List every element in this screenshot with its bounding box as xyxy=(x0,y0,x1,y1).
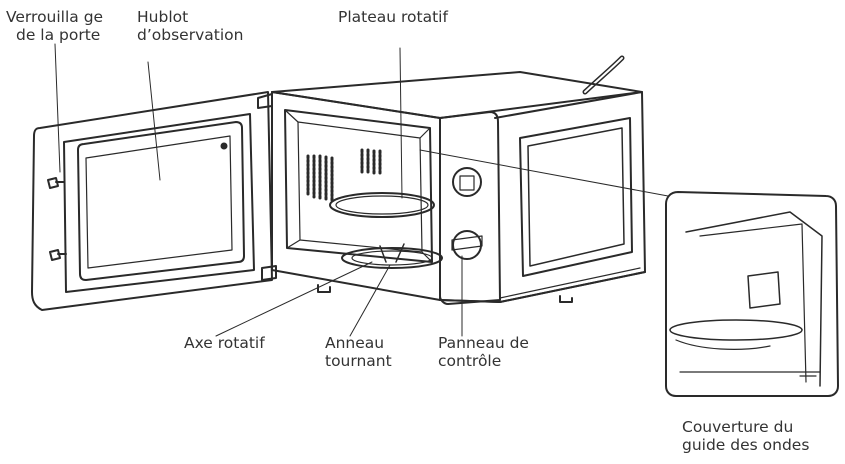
waveguide-cover-plate xyxy=(747,271,781,309)
label-door-latch-line2: de la porte xyxy=(16,26,101,44)
label-control-panel: Panneau de contrôle xyxy=(438,334,529,370)
door-hinge-bottom xyxy=(261,265,277,281)
door-outer xyxy=(31,91,273,311)
door-latch-top xyxy=(47,177,65,189)
label-shaft-line1: Axe rotatif xyxy=(184,334,265,352)
door-inner-frame xyxy=(63,113,255,293)
label-turntable: Plateau rotatif xyxy=(338,8,448,26)
label-control-panel-line2: contrôle xyxy=(438,352,502,370)
label-window-line1: Hublot xyxy=(137,8,189,26)
body-top xyxy=(271,71,643,119)
label-roller-ring-line2: tournant xyxy=(325,352,392,370)
side-vent-panel xyxy=(519,117,633,277)
label-control-panel-line1: Panneau de xyxy=(438,334,529,352)
label-turntable-line1: Plateau rotatif xyxy=(338,8,448,26)
label-waveguide-cover-line1: Couverture du xyxy=(682,418,794,436)
label-shaft: Axe rotatif xyxy=(184,334,265,352)
rotating-shaft xyxy=(379,243,405,263)
label-door-latch: Verrouilla ge de la porte xyxy=(6,8,103,44)
foot-left xyxy=(317,284,331,293)
observation-window xyxy=(77,121,245,281)
control-panel xyxy=(439,111,501,305)
label-waveguide-cover-line2: guide des ondes xyxy=(682,436,810,454)
label-window-line2: d’observation xyxy=(137,26,244,44)
label-waveguide-cover: Couverture du guide des ondes xyxy=(682,418,809,454)
roller-ring xyxy=(341,247,443,269)
label-roller-ring: Anneau tournant xyxy=(325,334,392,370)
leader-lines xyxy=(54,43,669,337)
door-hinge-top xyxy=(257,93,273,109)
power-knob xyxy=(452,230,482,260)
label-door-latch-line1: Verrouilla ge xyxy=(6,8,104,26)
cavity-vent-holes xyxy=(306,148,382,202)
waveguide-inset xyxy=(665,191,839,397)
turntable-plate xyxy=(329,192,435,218)
label-roller-ring-line1: Anneau xyxy=(325,334,385,352)
label-window: Hublot d’observation xyxy=(137,8,243,44)
door-latch-bottom xyxy=(49,249,67,261)
timer-knob xyxy=(452,167,482,197)
foot-right xyxy=(559,295,573,303)
